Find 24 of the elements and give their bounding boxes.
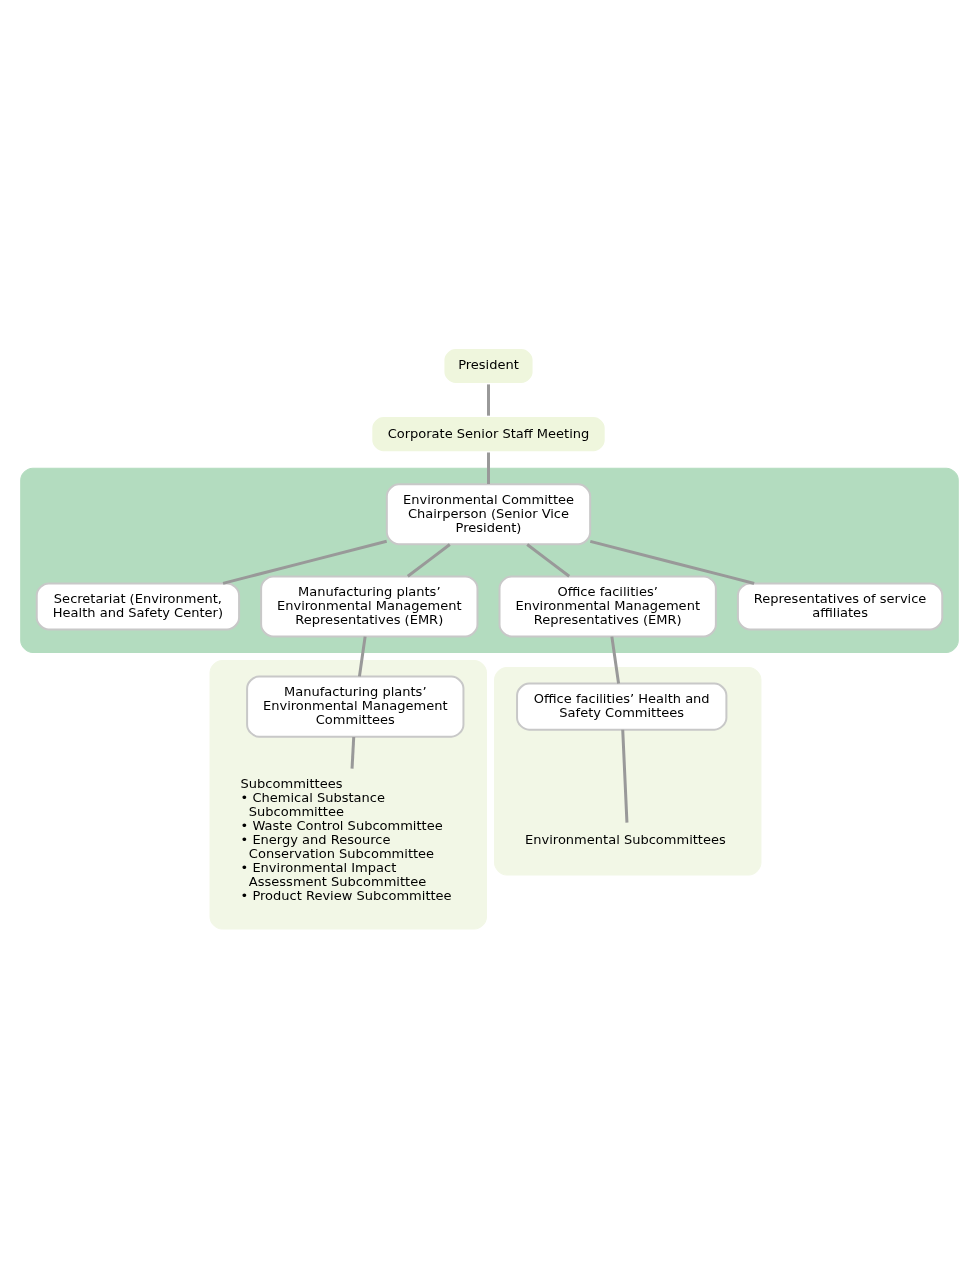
node-box: Representatives of service affiliates xyxy=(736,581,944,630)
node-box: Manufacturing plants’ Environmental Management Representatives (EMR) xyxy=(260,574,479,637)
connector xyxy=(222,539,388,585)
node-box: President xyxy=(442,346,535,385)
connector xyxy=(406,542,451,578)
connector xyxy=(487,452,490,484)
connector xyxy=(526,542,571,577)
node-box: Secretariat (Environment, Health and Safety Center) xyxy=(35,581,241,630)
connector xyxy=(610,635,621,684)
node-box: Environmental Committee Chairperson (Senior Vice President) xyxy=(385,482,592,545)
cluster xyxy=(209,659,487,929)
node-box: Office facilities’ Health and Safety Committees xyxy=(516,682,728,731)
node-text: Environmental Subcommittees xyxy=(525,831,726,847)
node-box: Corporate Senior Staff Meeting xyxy=(370,414,607,453)
cluster xyxy=(20,467,959,653)
connector xyxy=(621,729,629,823)
connector xyxy=(589,539,755,585)
node-text: Subcommittees • Chemical Substance Subcommittee • Waste Control Subcommittee • Energy and Resource Conservation Subcommittee • Environmental Impact Assessment Subcommittee • Product Review Subcommittee xyxy=(240,775,452,903)
connector xyxy=(357,635,367,677)
node-box: Manufacturing plants’ Environmental Management Committees xyxy=(246,675,465,738)
connector xyxy=(350,736,356,769)
connector xyxy=(487,383,490,416)
cluster xyxy=(494,666,762,875)
node-box: Office facilities’ Environmental Management Representatives (EMR) xyxy=(498,574,717,637)
